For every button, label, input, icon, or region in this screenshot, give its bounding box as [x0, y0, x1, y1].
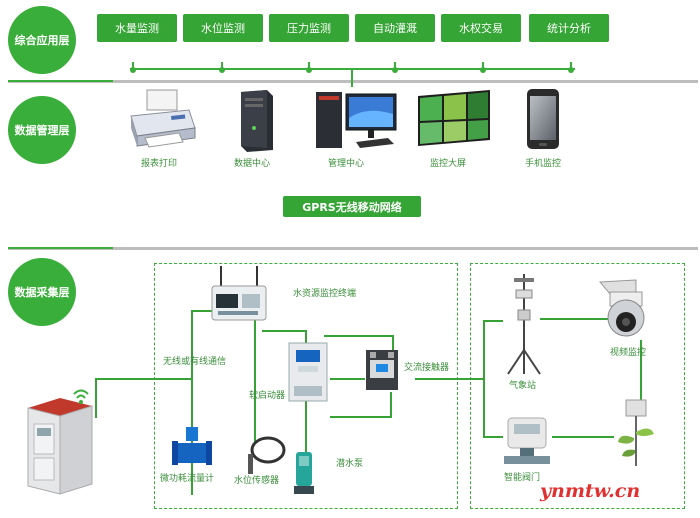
- app-button-water-volume[interactable]: 水量监测: [97, 14, 177, 42]
- connector: [305, 330, 307, 345]
- layer-badge-collection: 数据采集层: [8, 258, 76, 326]
- flowmeter-label: 微功耗流量计: [160, 474, 215, 484]
- contactor-label: 交流接触器: [404, 363, 450, 373]
- connector: [95, 378, 97, 418]
- connector: [540, 318, 608, 320]
- app-button-water-level[interactable]: 水位监测: [183, 14, 263, 42]
- water-terminal-label: 水资源监控终端: [293, 289, 357, 299]
- connector: [552, 436, 614, 438]
- app-button-irrigation[interactable]: 自动灌溉: [355, 14, 435, 42]
- contactor-icon: [366, 350, 398, 390]
- connector: [324, 335, 394, 337]
- connector: [191, 310, 213, 312]
- separator-middle-accent: [8, 247, 113, 249]
- bus-node: [392, 62, 398, 74]
- connector: [415, 378, 455, 380]
- separator-middle: [8, 247, 698, 250]
- level-sensor-label: 水位传感器: [234, 476, 280, 486]
- connector: [483, 320, 485, 438]
- printer-label: 报表打印: [141, 159, 178, 169]
- pump-label: 潜水泵: [336, 459, 364, 469]
- level-sensor-icon: [248, 436, 286, 474]
- connector: [254, 318, 256, 443]
- soft-starter-icon: [288, 342, 328, 402]
- separator-top: [8, 80, 698, 83]
- printer-icon: [130, 89, 196, 148]
- bus-node: [306, 62, 312, 74]
- layer-badge-app: 综合应用层: [8, 6, 76, 74]
- monitoring-terminal-icon: [211, 266, 267, 321]
- weather-station-icon: [507, 274, 541, 375]
- connector: [305, 400, 307, 455]
- soil-sensor-icon: [618, 399, 654, 466]
- smart-valve-icon: [504, 417, 550, 464]
- connector: [392, 335, 394, 350]
- weather-station-label: 气象站: [509, 381, 537, 391]
- video-wall-icon: [418, 90, 490, 146]
- bus-node: [480, 62, 486, 74]
- server-icon: [241, 90, 273, 152]
- connector: [483, 320, 503, 322]
- flowmeter-icon: [172, 427, 212, 465]
- soft-starter-label: 软启动器: [249, 391, 286, 401]
- connector: [262, 330, 307, 332]
- connector: [330, 378, 365, 380]
- workstation-icon: [316, 92, 397, 148]
- phone-monitoring-label: 手机监控: [525, 159, 562, 169]
- connector: [483, 436, 503, 438]
- connector: [455, 378, 485, 380]
- connector: [95, 378, 193, 380]
- pump-station-group: [154, 263, 458, 509]
- bus-drop-line: [351, 69, 353, 87]
- communication-label: 无线或有线通信: [163, 357, 227, 367]
- watermark: ynmtw.cn: [540, 480, 641, 502]
- connector: [330, 416, 392, 418]
- submersible-pump-icon: [294, 452, 314, 494]
- connector: [191, 310, 193, 495]
- bus-node: [219, 62, 225, 74]
- smart-valve-label: 智能阀门: [504, 473, 541, 483]
- bus-node: [130, 62, 136, 74]
- connector: [640, 340, 642, 400]
- connector: [390, 392, 392, 417]
- control-cabinet-icon: [27, 398, 93, 495]
- video-camera-icon: [598, 279, 645, 337]
- data-center-label: 数据中心: [234, 159, 271, 169]
- app-button-water-rights[interactable]: 水权交易: [441, 14, 521, 42]
- phone-icon: [527, 89, 559, 149]
- monitoring-screen-label: 监控大屏: [430, 159, 467, 169]
- gprs-network-banner: GPRS无线移动网络: [283, 196, 421, 217]
- field-sensors-group: [470, 263, 685, 509]
- layer-badge-management: 数据管理层: [8, 96, 76, 164]
- video-monitoring-label: 视频监控: [610, 348, 647, 358]
- app-button-pressure[interactable]: 压力监测: [269, 14, 349, 42]
- separator-top-accent: [8, 80, 113, 82]
- wifi-icon: [73, 389, 89, 404]
- app-button-statistics[interactable]: 统计分析: [529, 14, 609, 42]
- management-center-label: 管理中心: [328, 159, 365, 169]
- bus-node: [568, 62, 574, 74]
